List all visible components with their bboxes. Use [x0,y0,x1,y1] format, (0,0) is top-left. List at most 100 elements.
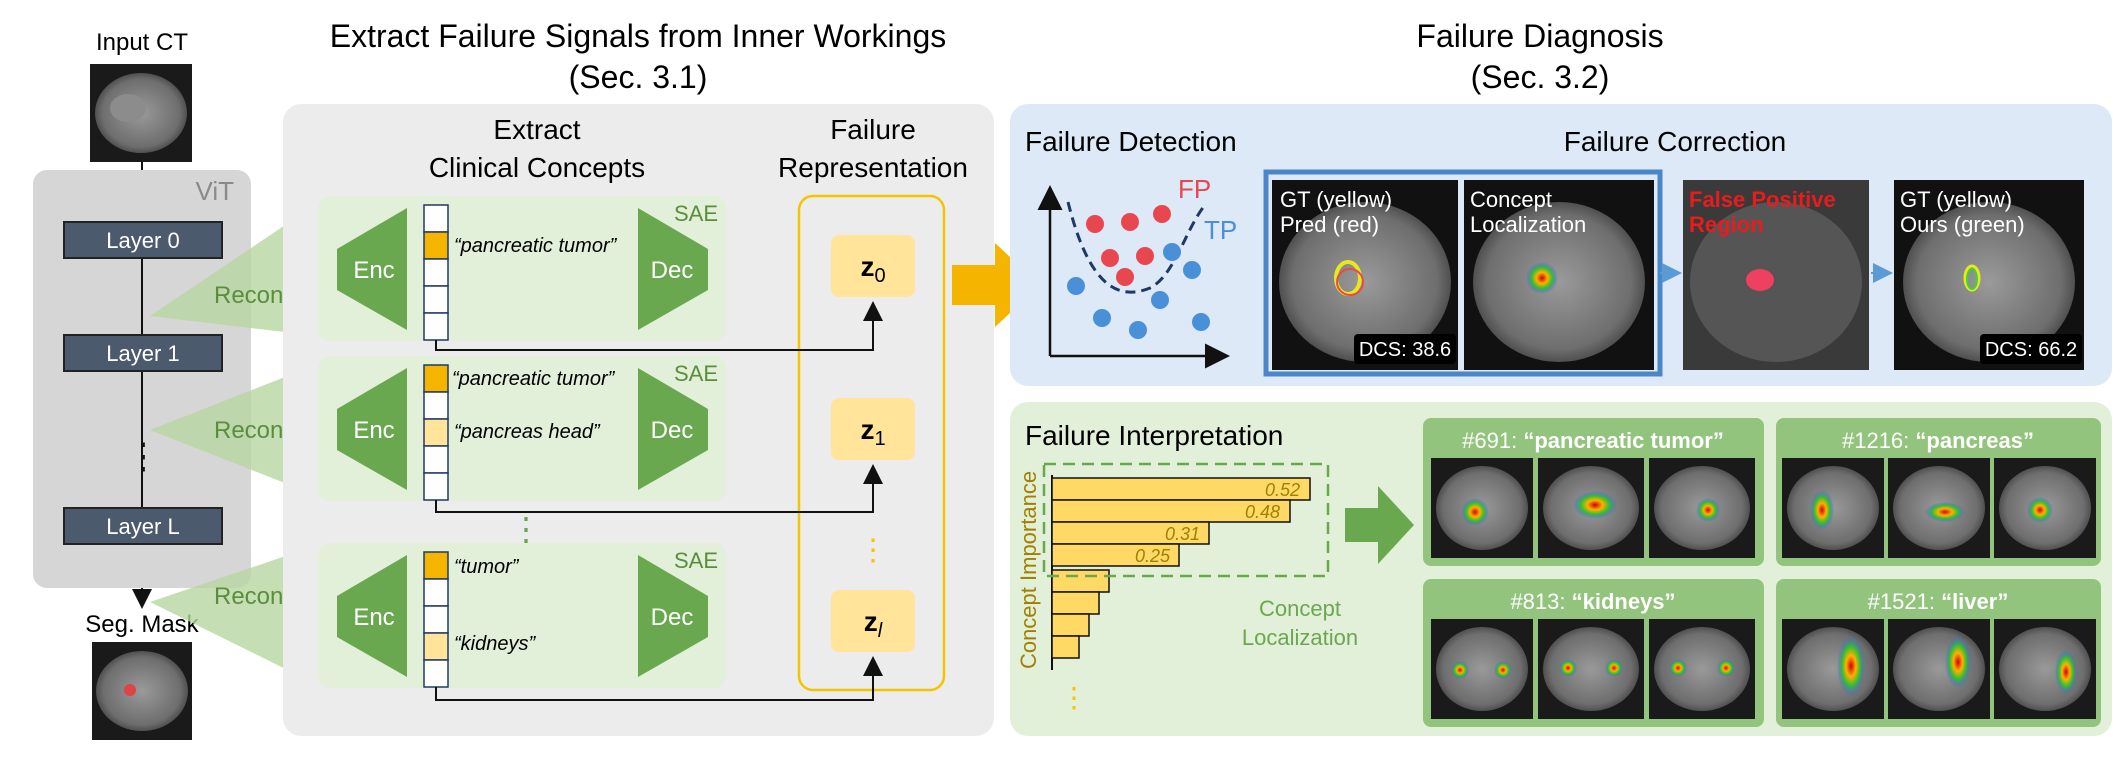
concept-localization-line1: Concept [1259,596,1341,621]
sae-label: SAE [674,201,718,226]
bar-value-3: 0.31 [1165,524,1200,544]
svg-text:z0: z0 [860,251,885,287]
bar-ellipsis: ⋮ [1060,682,1088,713]
card-concept: “pancreas” [1915,428,2034,453]
vit-column: Input CT ViT Layer 0 Layer 1 ⋮ Layer L S… [33,29,318,740]
importance-bars [1051,477,1311,659]
svg-text:#1521: “liver”: #1521: “liver” [1868,589,2009,614]
layer-l-box [63,507,223,545]
decoder-shape [638,208,708,330]
encoder-label: Enc [353,257,394,284]
img1-dcs: DCS: 38.6 [1359,339,1451,361]
layer-l-label: Layer L [106,514,179,539]
latent-vector [423,204,449,341]
img3-line1: False Positive [1689,187,1836,212]
svg-text:zl: zl [864,606,883,642]
z-symbol: z [860,414,874,445]
img4-line1: GT (yellow) [1900,187,2012,212]
svg-text:#1216: “pancreas”: #1216: “pancreas” [1842,428,2034,453]
svg-text:#813: “kidneys”: #813: “kidneys” [1510,589,1675,614]
failure-representation-frame [797,194,946,692]
z1-box: z1 [831,398,915,460]
sae-ellipsis: ⋮ [510,511,542,547]
encoder-label: Enc [353,604,394,631]
img1-line1: GT (yellow) [1280,187,1392,212]
decoder-label: Dec [651,604,694,631]
z-symbol: z [864,606,878,637]
layer-0-box [63,221,223,259]
vit-label: ViT [195,176,234,206]
img1-line2: Pred (red) [1280,212,1379,237]
recon-cone-0 [150,203,318,336]
concept-card-691: #691: “pancreatic tumor” [1423,418,1764,566]
concepts-header-line2: Clinical Concepts [429,152,645,183]
sae-block-2: SAE Enc Dec “tumor” “kidneys” [318,543,726,688]
encoder-shape [337,208,407,330]
recon-label-0: Recon. [214,282,290,309]
concept-text: “tumor” [454,556,520,578]
connector-l [435,656,883,701]
seg-mask-image [92,642,192,740]
concept-card-1216: #1216: “pancreas” [1776,418,2101,566]
encoder-shape [337,555,407,677]
recon-cone-1 [150,364,318,496]
card-id: #1521: [1868,589,1941,614]
svg-text:z1: z1 [860,414,885,450]
zl-box: zl [831,590,915,652]
img4-dcs: DCS: 66.2 [1985,339,2077,361]
decoder-shape [638,555,708,677]
img2-line2: Localization [1470,212,1586,237]
extract-panel: Extract Failure Signals from Inner Worki… [283,18,994,736]
z-subscript: 1 [874,428,885,450]
decoder-label: Dec [651,417,694,444]
decoder-label: Dec [651,257,694,284]
z0-box: z0 [831,235,915,297]
card-concept: “kidneys” [1572,589,1676,614]
green-arrow [1345,486,1414,564]
extract-title-line1: Extract Failure Signals from Inner Worki… [330,18,947,54]
detection-plot: FP TP [1037,174,1237,369]
svg-text:#691: “pancreatic tumor”: #691: “pancreatic tumor” [1462,428,1724,453]
card-concept: “liver” [1941,589,2008,614]
tp-label: TP [1204,215,1237,245]
correction-image-2: Concept Localization [1464,180,1654,370]
correction-image-1: GT (yellow) Pred (red) DCS: 38.6 [1272,180,1458,370]
recon-label-1: Recon. [214,417,290,444]
card-id: #1216: [1842,428,1915,453]
latent-vector [423,364,449,501]
card-id: #691: [1462,428,1523,453]
correction-image-4: GT (yellow) Ours (green) DCS: 66.2 [1894,180,2084,370]
interpretation-title: Failure Interpretation [1025,420,1283,451]
card-concept: “pancreatic tumor” [1523,428,1724,453]
fp-label: FP [1178,174,1211,204]
fr-header-line1: Failure [830,114,916,145]
sae-block-1: SAE Enc Dec “pancreatic tumor” “pancreas… [318,356,726,501]
concept-localization-box [1042,462,1330,578]
layer-1-box [63,334,223,372]
layer-0-label: Layer 0 [106,228,179,253]
bar-value-1: 0.52 [1265,480,1300,500]
input-ct-image [90,64,192,162]
fr-header-line2: Representation [778,152,968,183]
img2-line1: Concept [1470,187,1552,212]
connector-0 [435,301,883,351]
img4-line2: Ours (green) [1900,212,2025,237]
recon-label-2: Recon. [214,583,290,610]
latent-vector [423,551,449,688]
encoder-shape [337,368,407,490]
sae-block-0: SAE Enc Dec “pancreatic tumor” [318,196,726,341]
concept-text: “kidneys” [454,633,536,655]
sae-label: SAE [674,548,718,573]
diagnosis-title-line1: Failure Diagnosis [1416,18,1663,54]
layer-1-label: Layer 1 [106,341,179,366]
img3-line2: Region [1689,212,1764,237]
concept-localization-line2: Localization [1242,625,1358,650]
correction-image-3: False Positive Region [1683,180,1869,370]
detection-title: Failure Detection [1025,126,1237,157]
diagnosis-section: Failure Diagnosis (Sec. 3.2) Failure Det… [1010,18,2112,736]
z-subscript: l [878,620,883,642]
concept-text: “pancreatic tumor” [454,235,618,257]
recon-cone-2 [150,545,318,685]
